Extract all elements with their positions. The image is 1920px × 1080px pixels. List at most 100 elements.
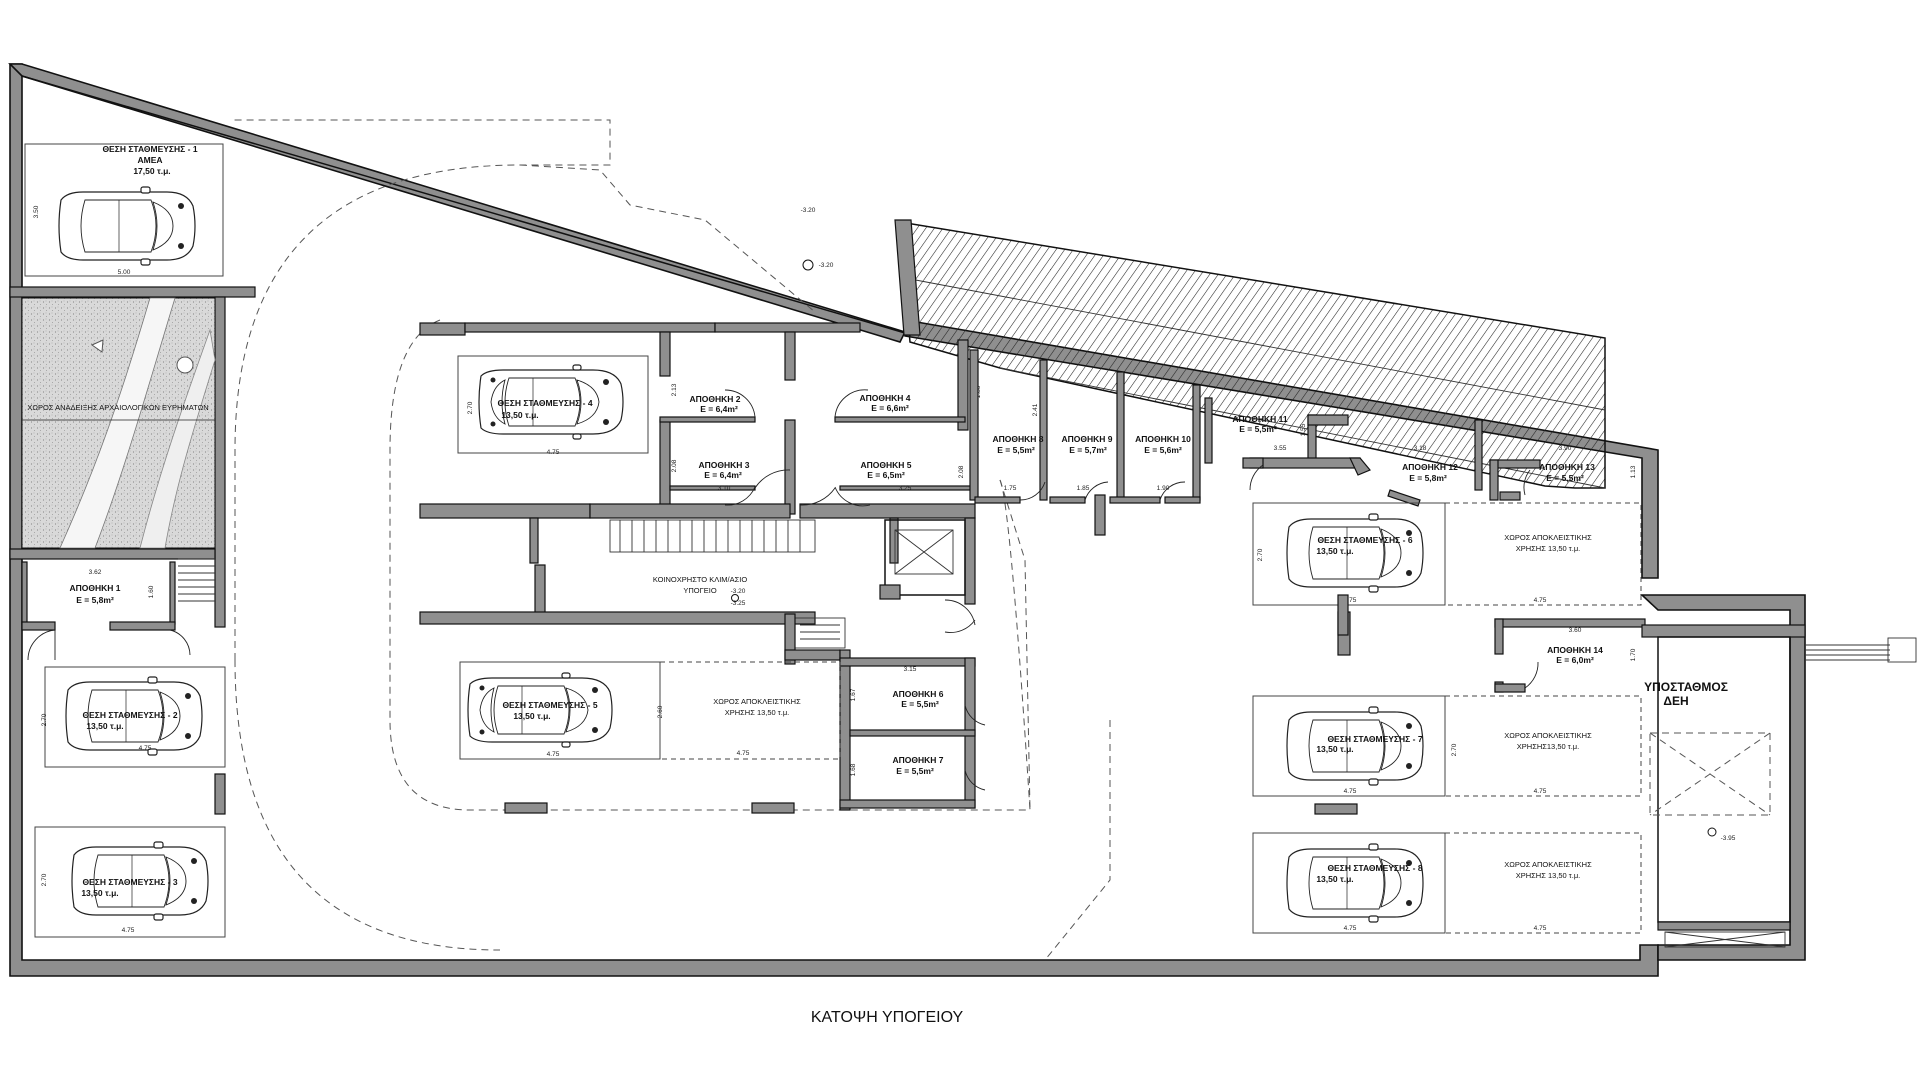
storage-row-8-10: ΑΠΟΘΗΚΗ 8 Ε = 5,5m² ΑΠΟΘΗΚΗ 9 Ε = 5,7m² … bbox=[969, 349, 1201, 504]
column bbox=[1094, 494, 1106, 536]
storage-row-11-13: ΑΠΟΘΗΚΗ 11 Ε = 5,5m² 1.55 3.55 3.18 3.90… bbox=[1204, 397, 1637, 507]
stairwell-label-1: ΚΟΙΝΟΧΡΗΣΤΟ ΚΛΙΜ/ΑΣΙΟ bbox=[653, 575, 748, 584]
wall bbox=[9, 286, 256, 298]
storage-13-name: ΑΠΟΘΗΚΗ 13 bbox=[1539, 462, 1595, 472]
storage-12-area: Ε = 5,8m² bbox=[1409, 473, 1447, 483]
storage-6-area: Ε = 5,5m² bbox=[901, 699, 939, 709]
storage-7-area: Ε = 5,5m² bbox=[896, 766, 934, 776]
svg-text:4.75: 4.75 bbox=[1344, 925, 1357, 932]
storage-3-name: ΑΠΟΘΗΚΗ 3 bbox=[698, 460, 749, 470]
storage-6-name: ΑΠΟΘΗΚΗ 6 bbox=[892, 689, 943, 699]
storage-8-area: Ε = 5,5m² bbox=[997, 445, 1035, 455]
parking-7-area: 13,50 τ.μ. bbox=[1316, 744, 1353, 754]
parking-space-4: ΘΕΣΗ ΣΤΑΘΜΕΥΣΗΣ - 4 13,50 τ.μ. 4.75 2.70 bbox=[457, 355, 649, 456]
svg-text:3.25: 3.25 bbox=[899, 485, 912, 492]
parking-space-6: ΘΕΣΗ ΣΤΑΘΜΕΥΣΗΣ - 6 13,50 τ.μ. 4.75 2.70… bbox=[1252, 502, 1642, 606]
exclusive-use-4-line1: ΧΩΡΟΣ ΑΠΟΚΛΕΙΣΤΙΚΗΣ bbox=[1504, 860, 1592, 869]
svg-text:1.13: 1.13 bbox=[1630, 465, 1637, 478]
svg-text:2.41: 2.41 bbox=[1032, 403, 1039, 416]
svg-text:2.70: 2.70 bbox=[1451, 743, 1458, 756]
exclusive-use-1-line1: ΧΩΡΟΣ ΑΠΟΚΛΕΙΣΤΙΚΗΣ bbox=[713, 697, 801, 706]
outer-walls bbox=[8, 63, 1659, 977]
storage-8-name: ΑΠΟΘΗΚΗ 8 bbox=[992, 434, 1043, 444]
storage-4-area: Ε = 6,6m² bbox=[871, 403, 909, 413]
svg-text:4.75: 4.75 bbox=[547, 449, 560, 456]
parking-1-area: 17,50 τ.μ. bbox=[133, 166, 170, 176]
column bbox=[214, 773, 226, 815]
circulation-path bbox=[230, 119, 611, 660]
svg-text:4.75: 4.75 bbox=[547, 751, 560, 758]
svg-text:3.60: 3.60 bbox=[1569, 627, 1582, 634]
svg-text:2.70: 2.70 bbox=[41, 713, 48, 726]
svg-text:4.75: 4.75 bbox=[1344, 597, 1357, 604]
svg-text:1.75: 1.75 bbox=[1004, 485, 1017, 492]
storage-4-name: ΑΠΟΘΗΚΗ 4 bbox=[859, 393, 910, 403]
storage-11-name: ΑΠΟΘΗΚΗ 11 bbox=[1232, 414, 1288, 424]
storage-2-name: ΑΠΟΘΗΚΗ 2 bbox=[689, 394, 740, 404]
exclusive-use-4-line2: ΧΡΗΣΗΣ 13,50 τ.μ. bbox=[1516, 871, 1581, 880]
exclusive-use-2-line2: ΧΡΗΣΗΣ 13,50 τ.μ. bbox=[1516, 544, 1581, 553]
storage-3-area: Ε = 6,4m² bbox=[704, 470, 742, 480]
svg-text:3.10: 3.10 bbox=[718, 485, 731, 492]
storage-12-name: ΑΠΟΘΗΚΗ 12 bbox=[1402, 462, 1458, 472]
storage-13-area: Ε = 5,5m² bbox=[1546, 473, 1584, 483]
archaeological-area: ΧΩΡΟΣ ΑΝΑΔΕΙΞΗΣ ΑΡΧΑΙΟΛΟΓΙΚΩΝ ΕΥΡΗΜΑΤΩΝ bbox=[21, 297, 216, 549]
svg-text:3.62: 3.62 bbox=[89, 569, 102, 576]
substation: ΥΠΟΣΤΑΘΜΟΣ ΔΕΗ -3.95 bbox=[1639, 594, 1917, 961]
central-core: 2.13 ΑΠΟΘΗΚΗ 2 Ε = 6,4m² 1.80 ΑΠΟΘΗΚΗ 4 … bbox=[419, 207, 986, 814]
lift-shaft bbox=[884, 519, 966, 596]
svg-text:4.75: 4.75 bbox=[737, 750, 750, 757]
exclusive-use-1-line2: ΧΡΗΣΗΣ 13,50 τ.μ. bbox=[725, 708, 790, 717]
parking-3-title: ΘΕΣΗ ΣΤΑΘΜΕΥΣΗΣ - 3 bbox=[82, 877, 177, 887]
storage-1-name: ΑΠΟΘΗΚΗ 1 bbox=[69, 583, 120, 593]
svg-text:4.75: 4.75 bbox=[122, 927, 135, 934]
parking-4-title: ΘΕΣΗ ΣΤΑΘΜΕΥΣΗΣ - 4 bbox=[497, 398, 592, 408]
storage-10-area: Ε = 5,6m² bbox=[1144, 445, 1182, 455]
exclusive-use-2-line1: ΧΩΡΟΣ ΑΠΟΚΛΕΙΣΤΙΚΗΣ bbox=[1504, 533, 1592, 542]
stair-steps-left bbox=[178, 558, 215, 602]
storage-14-area: Ε = 6,0m² bbox=[1556, 655, 1594, 665]
parking-1-title: ΘΕΣΗ ΣΤΑΘΜΕΥΣΗΣ - 1 bbox=[102, 144, 197, 154]
parking-6-title: ΘΕΣΗ ΣΤΑΘΜΕΥΣΗΣ - 6 bbox=[1317, 535, 1412, 545]
svg-text:2.70: 2.70 bbox=[1257, 548, 1264, 561]
svg-text:3.50: 3.50 bbox=[33, 205, 40, 218]
svg-text:-3.20: -3.20 bbox=[801, 207, 816, 214]
storage-9-name: ΑΠΟΘΗΚΗ 9 bbox=[1061, 434, 1112, 444]
svg-text:1.85: 1.85 bbox=[1077, 485, 1090, 492]
svg-text:4.75: 4.75 bbox=[1344, 788, 1357, 795]
parking-space-5: ΘΕΣΗ ΣΤΑΘΜΕΥΣΗΣ - 5 13,50 τ.μ. 4.75 2.60… bbox=[459, 661, 841, 760]
svg-text:3.90: 3.90 bbox=[1559, 445, 1572, 452]
svg-text:-3.25: -3.25 bbox=[731, 600, 746, 607]
svg-text:1.68: 1.68 bbox=[850, 763, 857, 776]
svg-text:1.55: 1.55 bbox=[1300, 423, 1307, 436]
svg-text:-3.20: -3.20 bbox=[731, 588, 746, 595]
svg-text:-3.95: -3.95 bbox=[1721, 835, 1736, 842]
ramp-hatch bbox=[899, 221, 1606, 489]
svg-text:4.75: 4.75 bbox=[1534, 925, 1547, 932]
parking-space-1: ΘΕΣΗ ΣΤΑΘΜΕΥΣΗΣ - 1 ΑΜΕΑ 17,50 τ.μ. 5.00… bbox=[24, 143, 224, 277]
parking-8-title: ΘΕΣΗ ΣΤΑΘΜΕΥΣΗΣ - 8 bbox=[1327, 863, 1422, 873]
parking-3-area: 13,50 τ.μ. bbox=[81, 888, 118, 898]
stairwell-label-2: ΥΠΟΓΕΙΟ bbox=[683, 586, 716, 595]
svg-text:1.60: 1.60 bbox=[148, 585, 155, 598]
parking-space-3: ΘΕΣΗ ΣΤΑΘΜΕΥΣΗΣ - 3 13,50 τ.μ. 4.75 2.70 bbox=[34, 826, 226, 938]
svg-text:2.13: 2.13 bbox=[671, 383, 678, 396]
drawing-title: ΚΑΤΟΨΗ ΥΠΟΓΕΙΟΥ bbox=[811, 1009, 964, 1026]
parking-space-8: ΘΕΣΗ ΣΤΑΘΜΕΥΣΗΣ - 8 13,50 τ.μ. 4.75 ΧΩΡΟ… bbox=[1252, 832, 1642, 934]
exclusive-use-3-line1: ΧΩΡΟΣ ΑΠΟΚΛΕΙΣΤΙΚΗΣ bbox=[1504, 731, 1592, 740]
column bbox=[1337, 594, 1349, 636]
exclusive-use-3-line2: ΧΡΗΣΗΣ13,50 τ.μ. bbox=[1517, 742, 1579, 751]
column bbox=[1314, 803, 1358, 815]
substation-label-1: ΥΠΟΣΤΑΘΜΟΣ bbox=[1644, 680, 1728, 694]
column bbox=[504, 802, 548, 814]
parking-6-area: 13,50 τ.μ. bbox=[1316, 546, 1353, 556]
svg-text:5.00: 5.00 bbox=[118, 269, 131, 276]
svg-text:3.15: 3.15 bbox=[904, 666, 917, 673]
storage-14-name: ΑΠΟΘΗΚΗ 14 bbox=[1547, 645, 1603, 655]
storage-1-area: Ε = 5,8m² bbox=[76, 595, 114, 605]
storage-11-area: Ε = 5,5m² bbox=[1239, 424, 1277, 434]
parking-2-title: ΘΕΣΗ ΣΤΑΘΜΕΥΣΗΣ - 2 bbox=[82, 710, 177, 720]
storage-2-area: Ε = 6,4m² bbox=[700, 404, 738, 414]
storage-7-name: ΑΠΟΘΗΚΗ 7 bbox=[892, 755, 943, 765]
